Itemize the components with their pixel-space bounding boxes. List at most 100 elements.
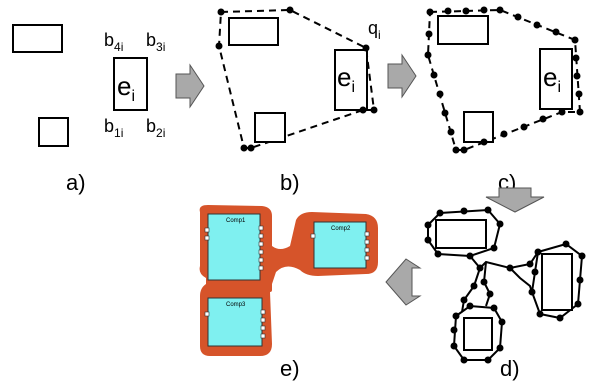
hull-point bbox=[217, 8, 225, 16]
component-label-comp3: Comp3 bbox=[226, 302, 246, 308]
routing-point bbox=[460, 296, 468, 304]
routing-point bbox=[574, 300, 582, 308]
hull-point bbox=[286, 6, 294, 14]
component-box-comp3 bbox=[207, 297, 263, 347]
arrow-c-to-d bbox=[485, 187, 545, 213]
pin bbox=[364, 231, 370, 237]
routing-point bbox=[436, 209, 444, 217]
sample-point bbox=[444, 7, 452, 15]
sample-point bbox=[436, 90, 444, 98]
routing-point bbox=[480, 278, 488, 286]
component-rect-ei-c bbox=[539, 48, 573, 110]
component-rect-bottom bbox=[38, 117, 69, 147]
pin bbox=[364, 247, 370, 253]
routing-point bbox=[466, 252, 474, 260]
sample-point bbox=[460, 146, 468, 154]
sample-point bbox=[500, 130, 508, 138]
rect-label-ei-a: ei bbox=[117, 71, 135, 105]
sample-point bbox=[558, 108, 566, 116]
panel-label-d: d) bbox=[500, 356, 520, 381]
hull-point bbox=[240, 144, 248, 152]
component-rect-ei-b bbox=[334, 49, 368, 111]
rect-label-ei-c: ei bbox=[543, 62, 561, 96]
sample-point bbox=[424, 51, 432, 59]
component-rect-top-left-c bbox=[437, 15, 489, 45]
routing-point bbox=[531, 268, 539, 276]
routing-point bbox=[578, 252, 586, 260]
connection-path bbox=[461, 267, 481, 313]
vertex-label-b3: b3i bbox=[146, 30, 165, 54]
sample-point bbox=[426, 8, 434, 16]
sample-point bbox=[514, 13, 522, 21]
arrow-a-to-b bbox=[175, 63, 205, 109]
panel-a: b4i b3i b1i b2i ei a) bbox=[12, 24, 165, 195]
pin bbox=[258, 233, 264, 239]
routing-point bbox=[526, 260, 534, 268]
routing-point bbox=[496, 220, 504, 228]
vertex-label-b2: b2i bbox=[146, 116, 165, 140]
component-rect-top-left bbox=[12, 24, 63, 53]
panel-d: d) bbox=[424, 206, 586, 381]
routing-point bbox=[534, 248, 542, 256]
convex-hull bbox=[217, 8, 376, 149]
pin bbox=[260, 325, 266, 331]
routing-point bbox=[470, 282, 478, 290]
connection-path bbox=[482, 261, 492, 307]
sample-point bbox=[430, 71, 438, 79]
sample-point bbox=[575, 90, 583, 98]
vertex-label-b4: b4i bbox=[104, 30, 123, 54]
routing-point bbox=[460, 356, 468, 364]
routing-point bbox=[460, 207, 468, 215]
sample-point bbox=[441, 109, 449, 117]
connection-path bbox=[509, 267, 533, 293]
sample-point bbox=[552, 28, 560, 36]
routing-point bbox=[490, 244, 498, 252]
arrow-b-to-c bbox=[387, 53, 417, 99]
panel-b: ei qi b) bbox=[215, 6, 381, 195]
panel-label-b: b) bbox=[280, 170, 300, 195]
routing-point bbox=[476, 264, 484, 272]
sample-point bbox=[576, 108, 584, 116]
pin bbox=[364, 239, 370, 245]
rect-label-ei-b: ei bbox=[337, 62, 355, 96]
pin bbox=[204, 235, 210, 241]
vertex-label-q: qi bbox=[368, 18, 381, 42]
hull-point bbox=[359, 106, 367, 114]
routing-point bbox=[486, 290, 494, 298]
pin bbox=[310, 233, 316, 239]
pin bbox=[364, 255, 370, 261]
sample-point bbox=[496, 6, 504, 14]
routing-point bbox=[450, 326, 458, 334]
sample-points bbox=[424, 6, 584, 154]
arrow-d-to-e bbox=[385, 258, 422, 306]
pin bbox=[204, 311, 210, 317]
routing-point bbox=[484, 206, 492, 214]
hull-point bbox=[362, 44, 370, 52]
routing-points bbox=[424, 206, 586, 364]
hull-point bbox=[247, 144, 255, 152]
sample-point bbox=[480, 138, 488, 146]
sample-point bbox=[571, 36, 579, 44]
panel-e: Comp1 Comp2 Comp3 e) bbox=[199, 205, 378, 381]
component-rect-bottom-b bbox=[254, 112, 286, 143]
component-box-comp1 bbox=[207, 213, 261, 281]
routing-point bbox=[450, 342, 458, 350]
sample-point bbox=[573, 72, 581, 80]
routing-point bbox=[424, 221, 432, 229]
hull-point bbox=[215, 42, 223, 50]
sample-point bbox=[520, 123, 528, 131]
pin bbox=[260, 333, 266, 339]
routing-point bbox=[496, 344, 504, 352]
component-label-comp1: Comp1 bbox=[226, 218, 246, 224]
vertex-label-b1: b1i bbox=[104, 116, 123, 140]
sample-point bbox=[447, 128, 455, 136]
pin bbox=[204, 227, 210, 233]
sample-point bbox=[533, 21, 541, 29]
component-rect-d1 bbox=[435, 219, 487, 249]
routing-point bbox=[556, 314, 564, 322]
sample-point bbox=[572, 54, 580, 62]
pin bbox=[260, 317, 266, 323]
pin bbox=[260, 309, 266, 315]
hull-point bbox=[370, 106, 378, 114]
